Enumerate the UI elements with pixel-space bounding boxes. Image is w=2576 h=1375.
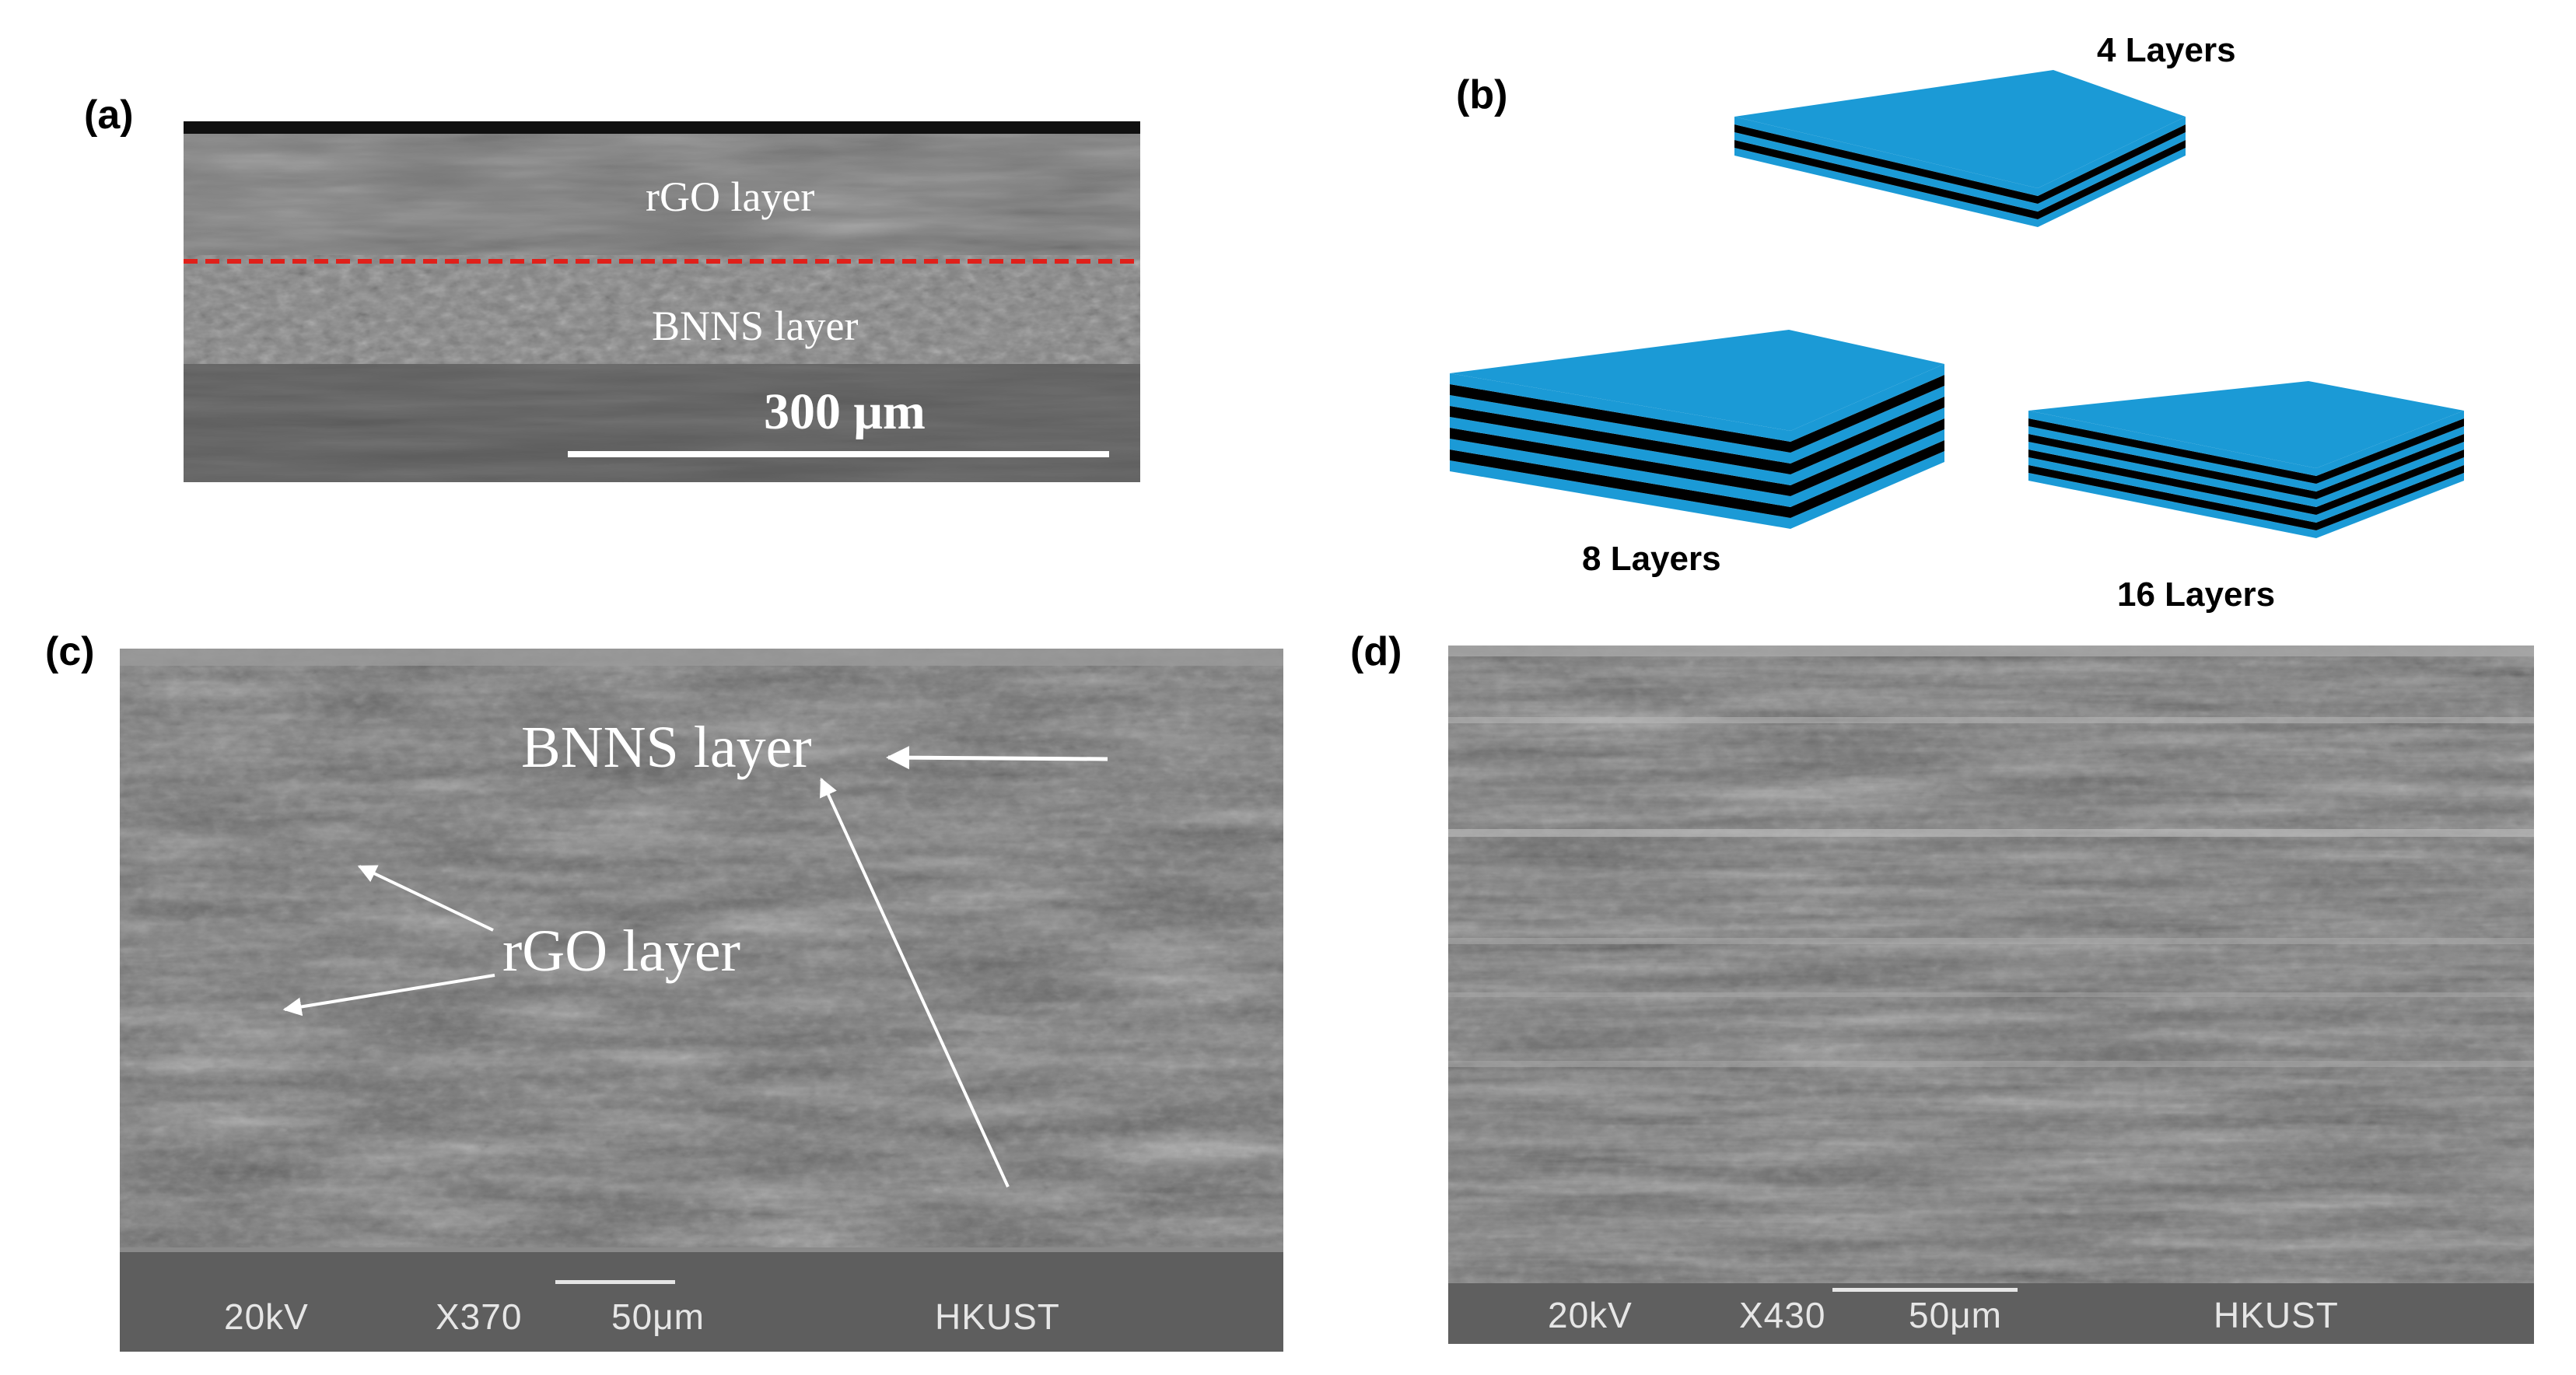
stack-sheet-side (2028, 442, 2316, 507)
stack-sheet-side (2316, 442, 2464, 507)
stack-sheet-side (2028, 450, 2316, 515)
stack-sheet-side (2316, 450, 2464, 515)
stack-sheet-side (1450, 373, 1790, 442)
stack-sheet-side (1734, 148, 2038, 227)
stack-sheet-side (1450, 406, 1790, 474)
stack-sheet-side (2038, 148, 2186, 227)
stack-sheet-side (2028, 434, 2316, 499)
stack-top-face (1450, 330, 1944, 431)
stack-sheet-side (2038, 124, 2186, 204)
voltage-d: 20kV (1548, 1295, 1633, 1335)
panel-c-sem-image: BNNS layer rGO layer 20kV X370 50μm HKUS… (120, 649, 1283, 1352)
stack-8-label: 8 Layers (1582, 540, 1721, 578)
scale-bar-a (568, 451, 1109, 457)
panel-c-label: (c) (45, 629, 95, 674)
institution-c: HKUST (935, 1296, 1060, 1337)
stack-sheet-side (2028, 411, 2316, 476)
stack-4-layers (1734, 70, 2186, 227)
institution-d: HKUST (2214, 1295, 2339, 1335)
stack-sheet-side (2316, 473, 2464, 538)
stack-sheet-side (1790, 375, 1944, 453)
stack-top-face (1734, 70, 2186, 188)
stack-sheet-side (1734, 140, 2038, 219)
scale-bar-c (555, 1280, 675, 1284)
stack-sheet-side (2316, 465, 2464, 530)
voltage-c: 20kV (224, 1296, 309, 1337)
stack-sheet-side (1790, 429, 1944, 507)
stack-sheet-side (2316, 426, 2464, 492)
stack-sheet-side (1790, 386, 1944, 464)
stack-sheet-side (1450, 450, 1790, 518)
panel-a-label: (a) (84, 93, 134, 138)
scale-text-c: 50μm (611, 1296, 705, 1337)
stack-sheet-side (1790, 451, 1944, 529)
stack-sheet-side (1450, 439, 1790, 507)
stack-sheet-side (2038, 140, 2186, 219)
stack-sheet-side (2316, 434, 2464, 499)
stack-sheet-side (1450, 417, 1790, 485)
panel-b-label: (b) (1456, 72, 1508, 117)
rgo-annotation-c: rGO layer (502, 918, 740, 984)
stack-sheet-side (1734, 132, 2038, 212)
stack-sheet-side (1734, 117, 2038, 196)
scale-text-d: 50μm (1909, 1295, 2002, 1335)
stack-sheet-side (1450, 460, 1790, 529)
stack-sheet-side (2316, 457, 2464, 523)
stack-sheet-side (2028, 473, 2316, 538)
stack-sheet-side (1790, 408, 1944, 485)
panel-d-sem-image: 20kV X430 50μm HKUST (1448, 646, 2534, 1344)
scale-text-a: 300 μm (764, 383, 926, 440)
stack-sheet-side (1790, 397, 1944, 474)
stack-sheet-side (2316, 418, 2464, 484)
stack-sheet-side (2038, 117, 2186, 196)
stack-top-face (2028, 381, 2464, 468)
stack-sheet-side (2028, 465, 2316, 530)
panel-a-sem-image: rGO layer BNNS layer 300 μm (184, 121, 1140, 482)
scale-bar-d (1832, 1288, 2018, 1292)
stack-sheet-side (1450, 428, 1790, 496)
rgo-layer-label-a: rGO layer (646, 173, 815, 220)
stack-sheet-side (1790, 418, 1944, 496)
stack-sheet-side (2028, 457, 2316, 523)
stack-sheet-side (1450, 384, 1790, 453)
stack-16-layers (2028, 381, 2464, 538)
stack-sheet-side (1790, 440, 1944, 518)
bnns-layer-label-a: BNNS layer (652, 303, 859, 349)
stack-8-layers (1450, 330, 1944, 529)
stack-4-label: 4 Layers (2097, 31, 2236, 69)
bnns-annotation-c: BNNS layer (521, 715, 812, 780)
panel-d-label: (d) (1350, 629, 1402, 674)
stack-16-label: 16 Layers (2117, 576, 2276, 614)
stack-sheet-side (1734, 124, 2038, 204)
stack-sheet-side (2028, 418, 2316, 484)
stack-sheet-side (1790, 364, 1944, 442)
stack-sheet-side (2028, 426, 2316, 492)
stack-sheet-side (1450, 395, 1790, 464)
magnification-c: X370 (436, 1296, 523, 1337)
stack-sheet-side (2038, 132, 2186, 212)
stack-sheet-side (2316, 411, 2464, 476)
magnification-d: X430 (1739, 1295, 1826, 1335)
